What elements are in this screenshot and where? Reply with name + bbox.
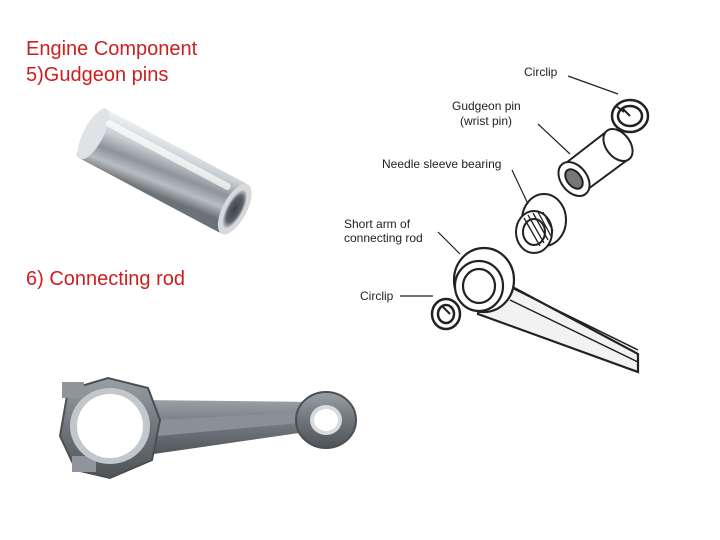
label-short-arm-line1: Short arm of [344, 217, 411, 231]
rod-small-end-drawing [452, 246, 640, 374]
pin-far-end [77, 108, 110, 160]
needle-bearing-drawing [515, 193, 567, 254]
label-short-arm-line2: connecting rod [344, 231, 423, 245]
gudgeon-pin-drawing [557, 128, 634, 197]
label-needle-bearing: Needle sleeve bearing [382, 157, 501, 171]
piston-pin-diagram: Circlip Gudgeon pin (wrist pin) Needle [344, 65, 650, 374]
caption-connecting-rod: 6) Connecting rod [26, 268, 185, 290]
rod-big-end [58, 376, 162, 480]
pin-body [77, 108, 248, 233]
label-circlip-top: Circlip [524, 65, 558, 79]
label-gudgeon-line1: Gudgeon pin [452, 99, 521, 113]
label-gudgeon-line2: (wrist pin) [460, 114, 512, 128]
rod-shank [140, 400, 320, 456]
leader-needle [511, 169, 529, 205]
title-line-1: Engine Component [26, 38, 198, 60]
title-line-2: 5)Gudgeon pins [26, 64, 169, 86]
leader-gudgeon [537, 123, 571, 155]
slide-title: Engine Component 5)Gudgeon pins [26, 36, 197, 88]
leader-short-arm [437, 231, 461, 255]
leader-circlip-top [567, 75, 619, 95]
circlip-top-drawing [610, 98, 650, 134]
circlip-bottom-drawing [430, 297, 462, 331]
gudgeon-pin-photo [77, 108, 252, 235]
label-circlip-bottom: Circlip [360, 289, 394, 303]
rod-small-end [295, 391, 357, 449]
pin-bore [222, 190, 247, 229]
connecting-rod-photo [58, 376, 357, 480]
